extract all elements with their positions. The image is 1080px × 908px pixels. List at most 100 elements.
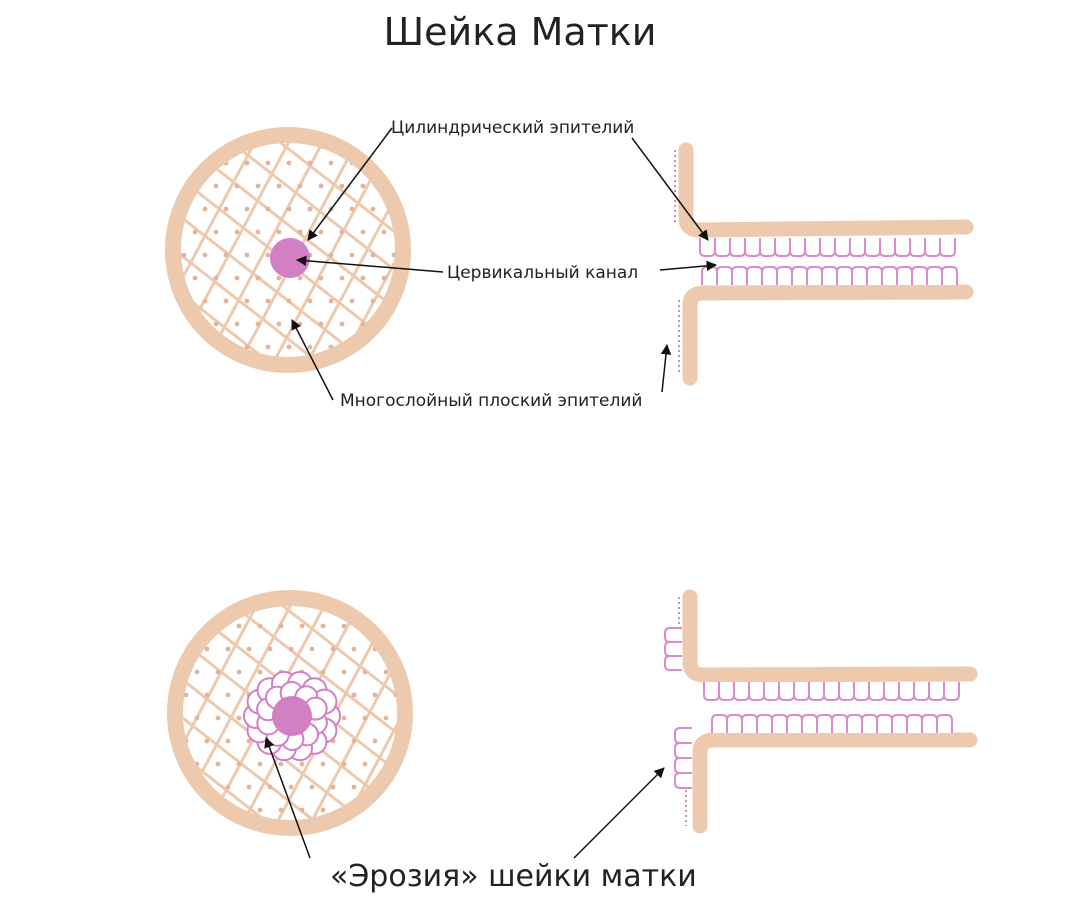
columnar-cell [793, 682, 810, 701]
columnar-cell [836, 266, 853, 285]
columnar-cell [834, 238, 851, 257]
cell-dot [362, 715, 368, 721]
columnar-cell [896, 266, 913, 285]
cell-dot [276, 183, 282, 189]
cell-dot [215, 761, 221, 767]
cell-dot [299, 761, 305, 767]
columnar-cell [868, 682, 885, 701]
grid-line [180, 603, 301, 823]
cell-dot [244, 160, 250, 166]
cell-dot [255, 275, 261, 281]
cell-dot [255, 229, 261, 235]
arrow-squamous-side [660, 343, 672, 393]
cell-dot [383, 715, 389, 721]
cell-dot [265, 344, 271, 350]
grid-line [297, 609, 400, 823]
cell-dot [257, 623, 263, 629]
cell-dot [174, 808, 179, 813]
cell-dot [213, 183, 219, 189]
columnar-cell [729, 238, 746, 257]
cell-dot [234, 229, 240, 235]
columnar-cell [664, 627, 682, 643]
cell-dot [236, 761, 242, 767]
cell-dot [307, 298, 313, 304]
cell-dot [183, 692, 189, 698]
cell-dot [204, 646, 210, 652]
cell-dot [172, 184, 177, 189]
cell-dot [181, 252, 187, 258]
cell-dot [349, 252, 355, 258]
arrow-erosion-front [264, 737, 311, 859]
cell-dot [194, 623, 200, 629]
cell-dot [339, 275, 345, 281]
arrow-squamous-front [291, 319, 334, 401]
cell-dot [307, 344, 313, 350]
cell-dot [286, 160, 292, 166]
columnar-cell [819, 238, 836, 257]
cell-dot [246, 646, 252, 652]
arrow-columnar-front [307, 127, 393, 241]
cell-dot [370, 206, 376, 212]
columnar-cell [744, 238, 761, 257]
cell-dot [286, 206, 292, 212]
columnar-cell [846, 714, 863, 733]
cell-dot [318, 229, 324, 235]
columnar-cell [674, 727, 692, 744]
columnar-cell [664, 655, 682, 671]
columnar-cell [791, 266, 808, 285]
cell-dot [265, 298, 271, 304]
cell-dot [351, 738, 357, 744]
cell-dot [307, 160, 313, 166]
columnar-cell [943, 682, 960, 701]
cell-dot [225, 692, 231, 698]
cell-dot [174, 624, 179, 629]
columnar-cell [699, 238, 716, 257]
cell-dot [183, 784, 189, 790]
columnar-cell [864, 238, 881, 257]
cell-dot [309, 646, 315, 652]
cell-dot [223, 252, 229, 258]
cervix-ring-bottom [167, 590, 413, 836]
columnar-cell [786, 714, 803, 733]
arrow-canal-side [659, 260, 718, 272]
label-cervical-canal: Цервикальный канал [447, 263, 638, 283]
columnar-cell [921, 714, 938, 733]
cell-dot [181, 344, 187, 350]
columnar-cell [748, 682, 765, 701]
cell-dot [267, 646, 273, 652]
cell-dot [172, 138, 177, 143]
columnar-cell [891, 714, 908, 733]
cell-dot [194, 669, 200, 675]
cell-dot [360, 275, 366, 281]
columnar-cell [936, 714, 953, 733]
columnar-cell [876, 714, 893, 733]
columnar-cell [716, 266, 733, 285]
cervix-side-view-erosion [664, 589, 978, 834]
grid-line [268, 140, 398, 360]
cell-dot [360, 229, 366, 235]
grid-line [180, 603, 248, 799]
cell-dot [391, 344, 397, 350]
cell-dot [202, 298, 208, 304]
grid-line [178, 222, 362, 360]
cell-dot [320, 807, 326, 813]
columnar-cell [894, 238, 911, 257]
label-columnar-epithelium: Цилиндрический эпителий [391, 118, 634, 138]
columnar-cell [898, 682, 915, 701]
cell-dot [297, 321, 303, 327]
columnar-cell [831, 714, 848, 733]
cell-dot [360, 183, 366, 189]
columnar-cell [906, 714, 923, 733]
arrow-columnar-side [631, 137, 709, 241]
columnar-cell [851, 266, 868, 285]
cell-dot [202, 206, 208, 212]
cell-dot [181, 160, 187, 166]
columnar-cell [741, 714, 758, 733]
arrow-erosion-side [573, 767, 665, 859]
cell-dot [393, 784, 399, 790]
columnar-cell [664, 641, 682, 657]
cell-dot [265, 206, 271, 212]
cervix-ring-top [165, 127, 411, 373]
cell-dot [351, 646, 357, 652]
